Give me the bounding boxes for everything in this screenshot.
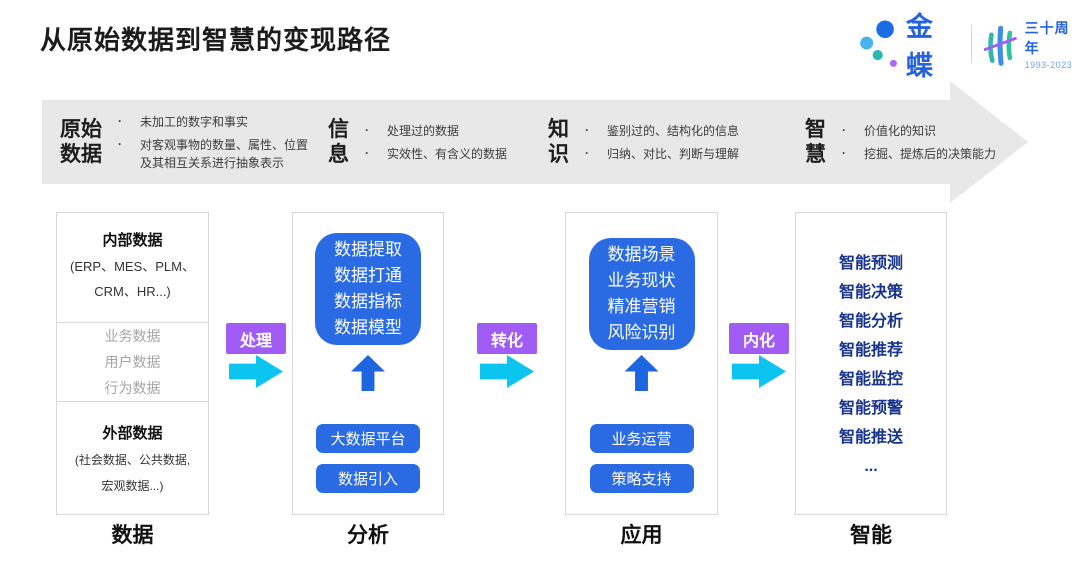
- bullet-item: 价值化的知识: [838, 121, 1043, 140]
- page-title: 从原始数据到智慧的变现路径: [40, 25, 392, 55]
- capability-line: 数据模型: [334, 318, 402, 337]
- list-item: 用户数据: [104, 354, 161, 370]
- capability-line: 风险识别: [607, 323, 676, 342]
- stage-information: 信息 处理过的数据 实效性、有含义的数据: [328, 100, 543, 184]
- column-label-analysis: 分析: [347, 524, 389, 547]
- data-import-button: 数据引入: [316, 464, 420, 493]
- stage-label: 原始数据: [60, 118, 102, 166]
- up-arrow-icon: [624, 355, 659, 391]
- up-arrow-icon: [351, 355, 385, 391]
- brand-name: 金蝶: [905, 12, 935, 81]
- transform-badge: 转化: [477, 323, 537, 354]
- bullet-item: 对客观事物的数量、属性、位置及其相互关系进行抽象表示: [114, 135, 312, 172]
- right-arrow-icon: [229, 355, 283, 388]
- list-item: 智能推送: [838, 429, 903, 446]
- section-line: CRM、HR...): [94, 284, 171, 299]
- internal-data-section: 内部数据 (ERP、MES、PLM、 CRM、HR...): [57, 213, 208, 323]
- section-title: 内部数据: [102, 232, 163, 249]
- column-intelligence: 智能预测 智能决策 智能分析 智能推荐 智能监控 智能预警 智能推送 ...: [795, 212, 947, 515]
- kingdee-dots-icon: [860, 20, 897, 67]
- banner-arrow-head-icon: [950, 81, 1028, 203]
- anniversary-block: 三十周年 1993-2023: [1025, 18, 1080, 70]
- anniversary-label: 三十周年: [1024, 20, 1070, 56]
- list-item: 智能监控: [838, 371, 903, 388]
- application-capability-box: 数据场景 业务现状 精准营销 风险识别: [588, 238, 695, 350]
- section-line: 宏观数据...): [101, 479, 164, 493]
- list-item: 行为数据: [104, 380, 161, 396]
- list-item: 智能预警: [838, 400, 903, 417]
- internalize-badge: 内化: [729, 323, 789, 354]
- capability-line: 业务现状: [607, 271, 676, 290]
- stage-knowledge: 知识 鉴别过的、结构化的信息 归纳、对比、判断与理解: [548, 100, 796, 184]
- capability-line: 数据提取: [334, 240, 402, 259]
- column-data: 内部数据 (ERP、MES、PLM、 CRM、HR...) 业务数据 用户数据 …: [56, 212, 209, 515]
- section-line: (ERP、MES、PLM、: [70, 259, 195, 274]
- stage-bullets: 未加工的数字和事实 对客观事物的数量、属性、位置及其相互关系进行抽象表示: [114, 112, 312, 172]
- stage-bullets: 处理过的数据 实效性、有含义的数据: [361, 121, 543, 163]
- process-badge: 处理: [226, 323, 286, 354]
- list-item: ...: [864, 458, 878, 475]
- column-application: 数据场景 业务现状 精准营销 风险识别 业务运营 策略支持: [565, 212, 718, 515]
- column-label-data: 数据: [111, 524, 154, 547]
- list-item: 业务数据: [104, 328, 161, 344]
- kingdee-logo: 金蝶 三十周年 1993-2023: [850, 12, 1080, 81]
- list-item: 智能预测: [838, 255, 903, 272]
- stage-label: 知识: [548, 118, 569, 166]
- business-operation-button: 业务运营: [589, 424, 694, 453]
- big-data-platform-button: 大数据平台: [316, 424, 420, 453]
- external-data-section: 外部数据 (社会数据、公共数据, 宏观数据...): [57, 402, 208, 514]
- stage-label: 智慧: [805, 118, 826, 166]
- right-arrow-icon: [732, 355, 786, 388]
- list-item: 智能分析: [838, 313, 903, 330]
- anniversary-years: 1993-2023: [1024, 60, 1073, 70]
- stage-bullets: 鉴别过的、结构化的信息 归纳、对比、判断与理解: [581, 121, 796, 163]
- bullet-item: 处理过的数据: [361, 121, 543, 140]
- column-label-intelligence: 智能: [850, 524, 892, 547]
- stage-raw-data: 原始数据 未加工的数字和事实 对客观事物的数量、属性、位置及其相互关系进行抽象表…: [60, 100, 312, 184]
- middle-data-section: 业务数据 用户数据 行为数据: [57, 323, 208, 402]
- section-line: (社会数据、公共数据,: [74, 453, 191, 467]
- capability-line: 数据指标: [334, 292, 402, 311]
- bullet-item: 鉴别过的、结构化的信息: [581, 121, 796, 140]
- capability-line: 精准营销: [607, 297, 676, 316]
- stage-wisdom: 智慧 价值化的知识 挖掘、提炼后的决策能力: [805, 100, 1043, 184]
- analysis-capability-box: 数据提取 数据打通 数据指标 数据模型: [315, 233, 421, 345]
- bullet-item: 未加工的数字和事实: [114, 112, 312, 131]
- bullet-item: 实效性、有含义的数据: [361, 144, 543, 163]
- column-analysis: 数据提取 数据打通 数据指标 数据模型 大数据平台 数据引入: [292, 212, 444, 515]
- bullet-item: 归纳、对比、判断与理解: [581, 144, 796, 163]
- right-arrow-icon: [480, 355, 534, 388]
- list-item: 智能推荐: [838, 342, 903, 359]
- stage-bullets: 价值化的知识 挖掘、提炼后的决策能力: [838, 121, 1043, 163]
- logo-divider: [971, 25, 973, 63]
- list-item: 智能决策: [838, 284, 903, 301]
- capability-line: 数据打通: [334, 266, 402, 285]
- bullet-item: 挖掘、提炼后的决策能力: [838, 144, 1043, 163]
- stage-label: 信息: [328, 118, 349, 166]
- strategy-support-button: 策略支持: [589, 464, 694, 493]
- capability-line: 数据场景: [607, 245, 676, 264]
- column-label-application: 应用: [620, 524, 663, 547]
- section-title: 外部数据: [102, 425, 163, 442]
- thirty-years-icon: [984, 25, 1018, 66]
